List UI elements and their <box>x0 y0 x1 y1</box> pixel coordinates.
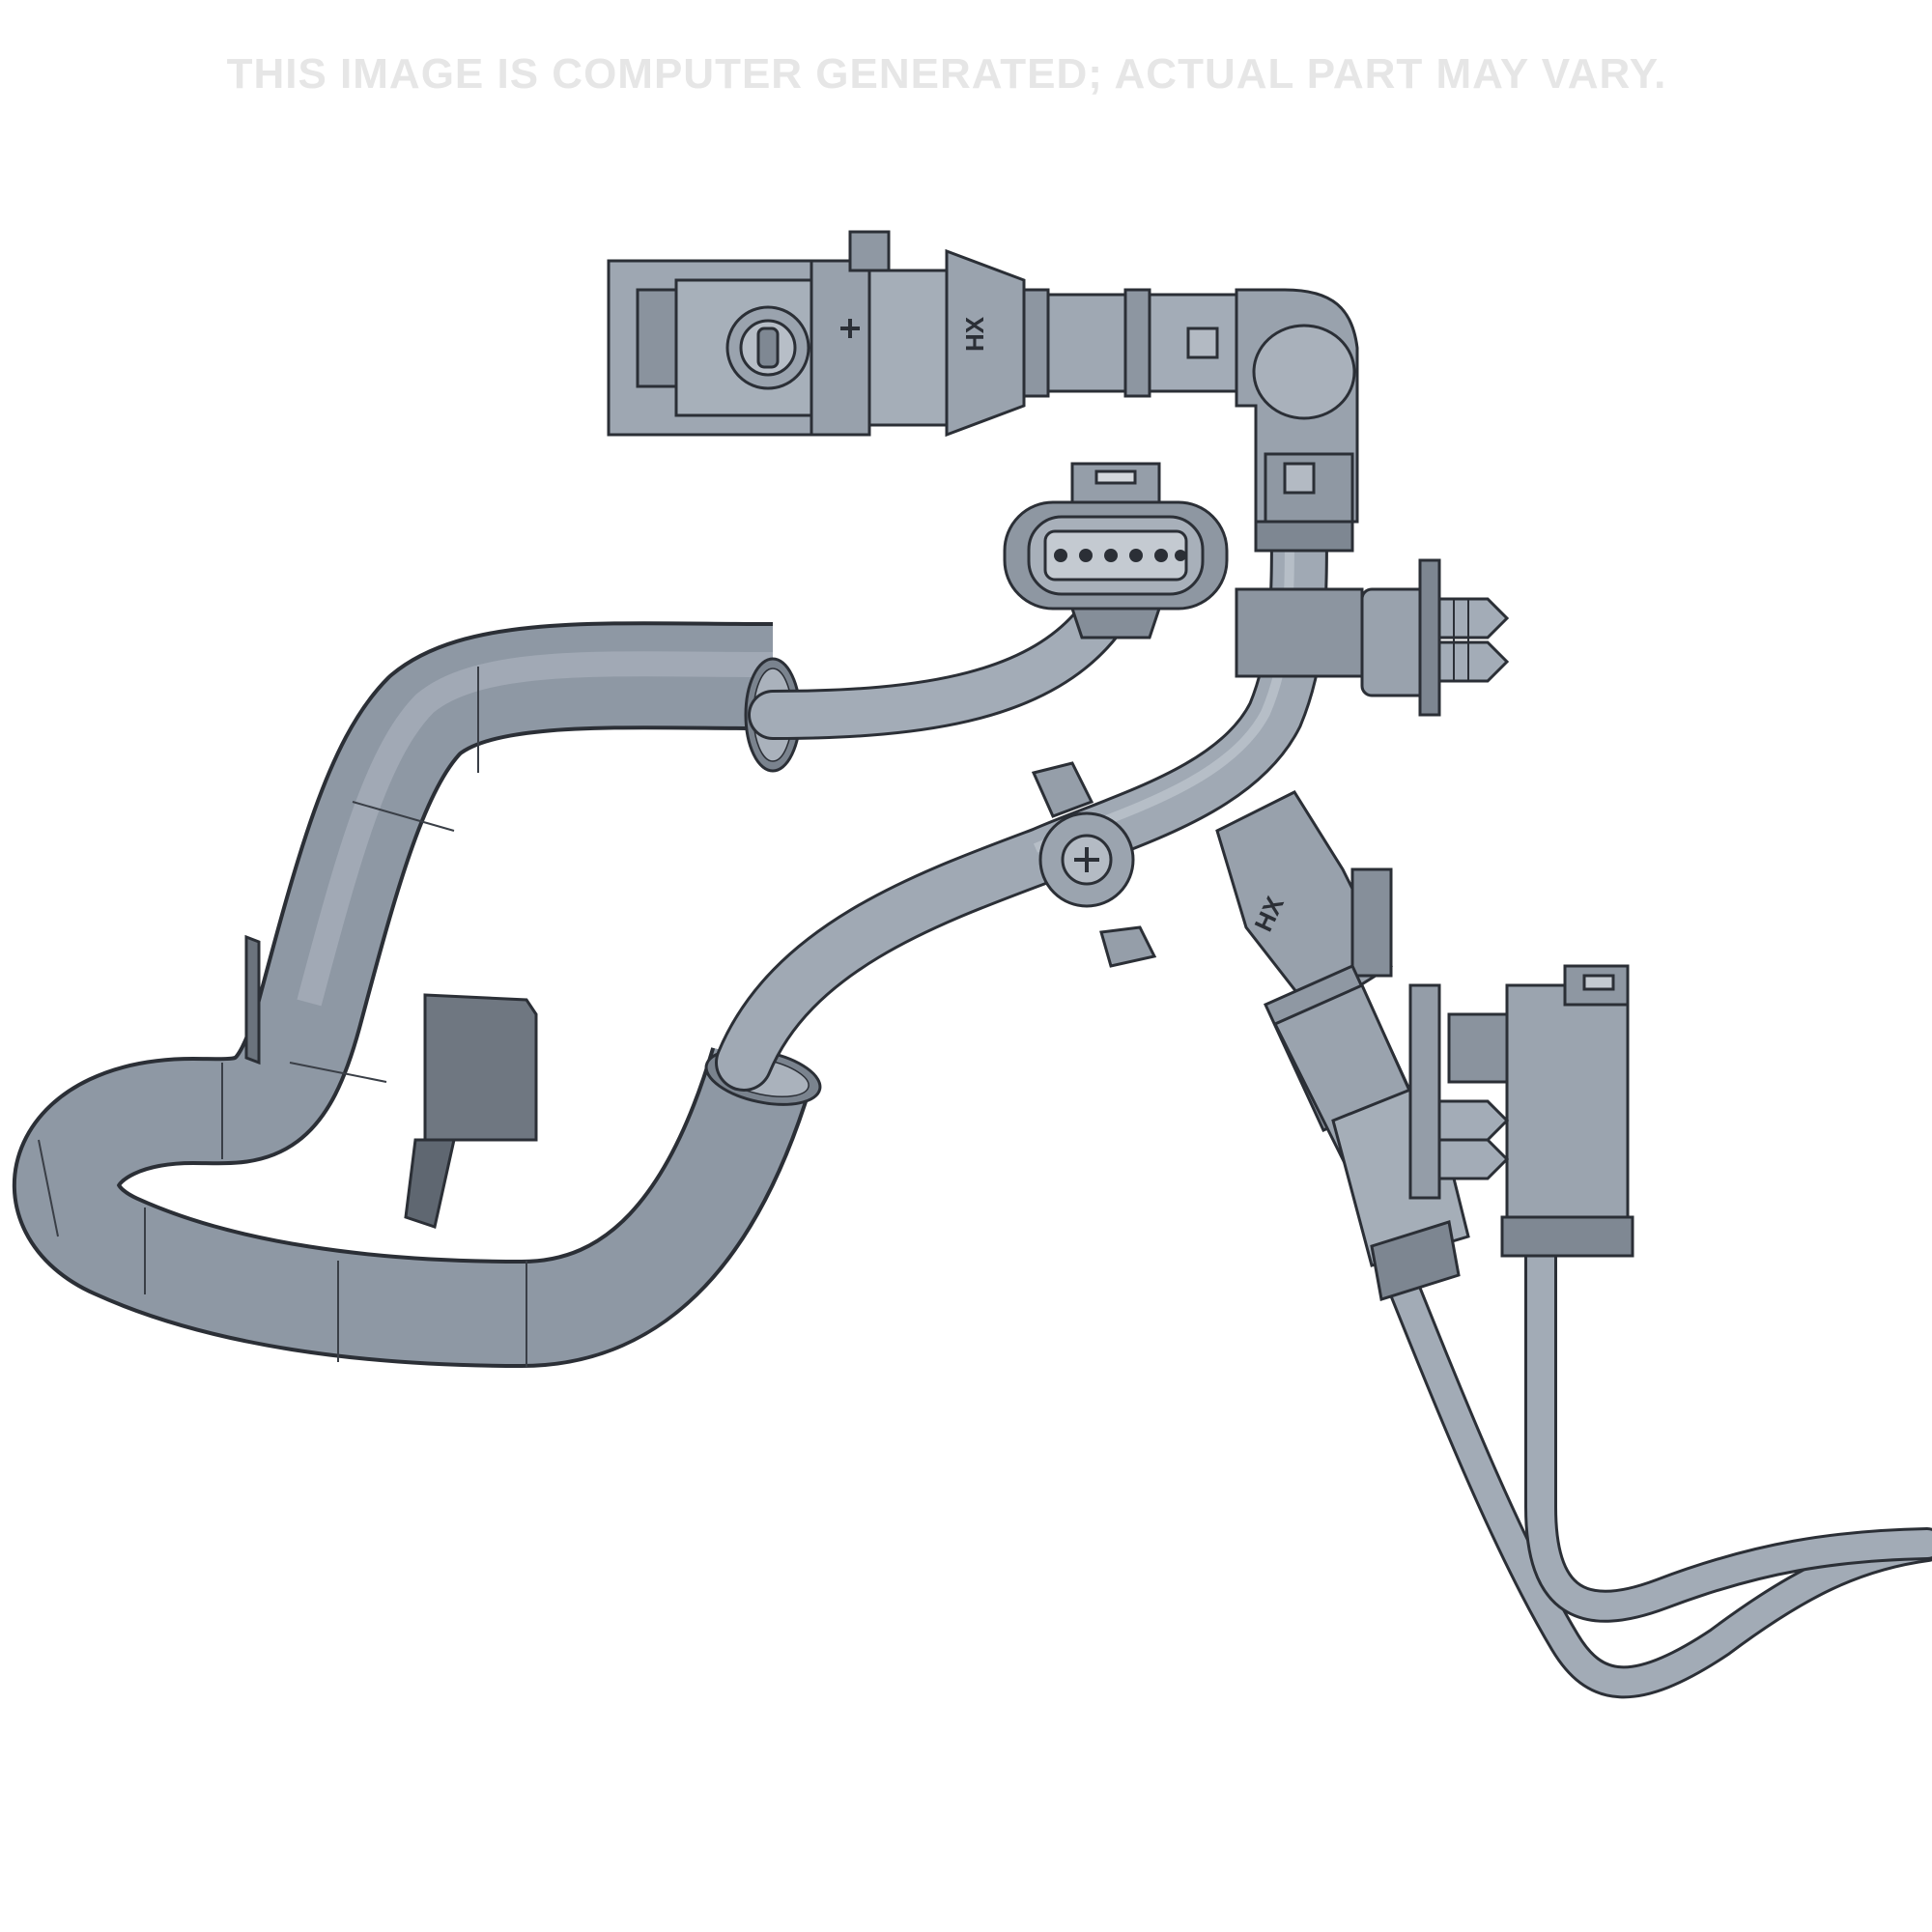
elbow-connector <box>1186 288 1359 553</box>
lower-wire-leads <box>1375 1220 1932 1699</box>
side-connector <box>1408 964 1634 1258</box>
main-wire-loom <box>715 493 1328 1092</box>
loom-clip <box>1031 761 1157 968</box>
branch-wire-loom <box>748 593 1126 740</box>
main-connector-housing: HX <box>607 230 1238 438</box>
hx-marking-top: HX <box>960 316 989 352</box>
large-conduit-tube <box>12 621 822 1368</box>
push-pin-clip-upper <box>1235 558 1510 717</box>
mounting-bracket <box>244 934 538 1229</box>
disclaimer-watermark: THIS IMAGE IS COMPUTER GENERATED; ACTUAL… <box>226 50 1667 98</box>
six-pin-connector <box>1003 462 1229 639</box>
